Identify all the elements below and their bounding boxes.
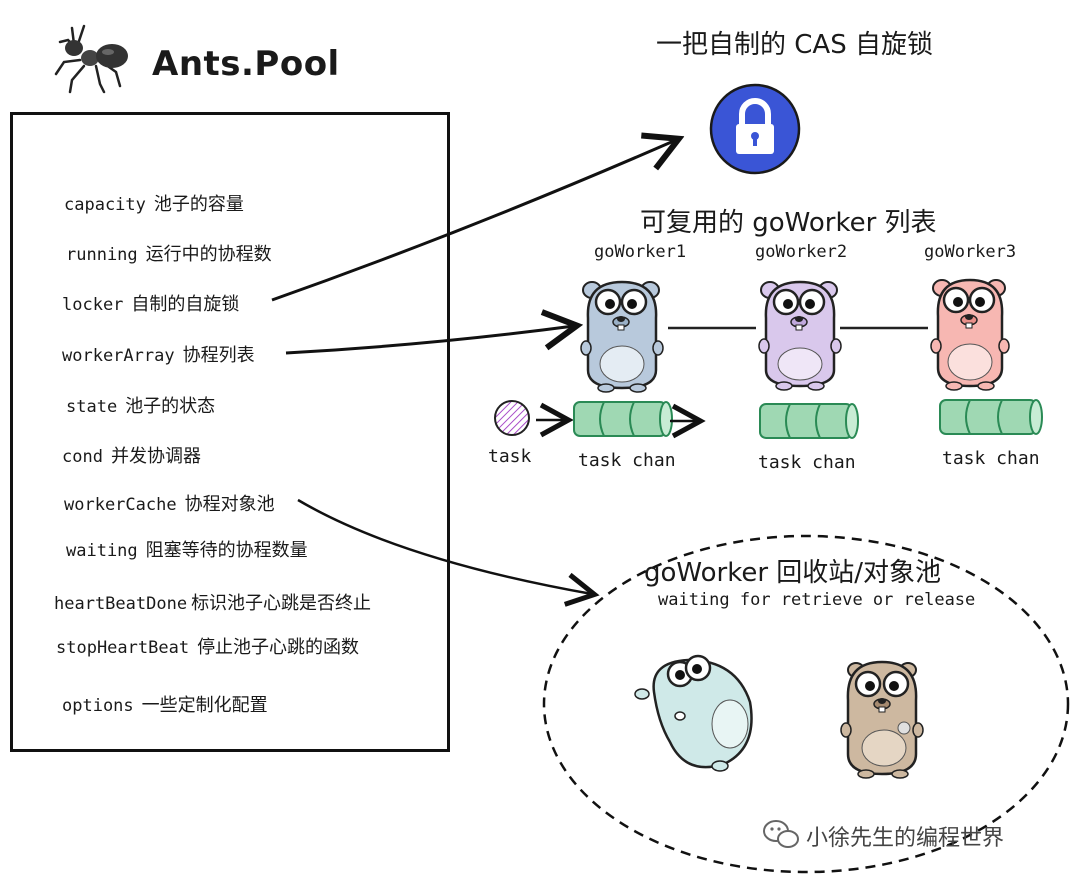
task-label: task <box>488 446 532 467</box>
field-name: state <box>66 397 118 417</box>
worker-label-2: goWorker2 <box>755 242 848 262</box>
field-desc: 停止池子心跳的函数 <box>197 637 360 658</box>
worker-label-3: goWorker3 <box>924 242 1017 262</box>
field-desc: 自制的自旋锁 <box>131 294 240 315</box>
task-chan-3 <box>939 399 1043 435</box>
field-waiting: waiting 阻塞等待的协程数量 <box>66 536 308 562</box>
wechat-icon <box>763 820 799 848</box>
field-state: state 池子的状态 <box>66 392 215 418</box>
field-name: heartBeatDone <box>54 594 188 614</box>
task-chan-1 <box>573 401 673 437</box>
lock-icon <box>706 80 804 178</box>
field-name: locker <box>62 295 124 315</box>
field-name: workerArray <box>62 346 175 366</box>
field-desc: 阻塞等待的协程数量 <box>145 540 308 561</box>
field-name: capacity <box>64 195 146 215</box>
task-chan-label-3: task chan <box>942 448 1040 469</box>
worker-label-1: goWorker1 <box>594 242 687 262</box>
field-workerCache: workerCache 协程对象池 <box>64 490 275 516</box>
gopher-icon <box>580 280 664 393</box>
gopher-icon <box>634 654 753 772</box>
field-name: waiting <box>66 541 138 561</box>
gopher-icon <box>758 280 842 391</box>
task-chan-2 <box>759 403 859 439</box>
field-desc: 协程列表 <box>182 345 255 366</box>
recycle-subtitle: waiting for retrieve or release <box>658 590 976 610</box>
field-stopHeartBeat: stopHeartBeat 停止池子心跳的函数 <box>56 633 359 659</box>
field-desc: 池子的容量 <box>153 194 244 215</box>
field-name: cond <box>62 447 103 467</box>
field-name: stopHeartBeat <box>56 638 190 658</box>
watermark: 小徐先生的编程世界 <box>806 826 1005 851</box>
gopher-icon <box>930 278 1010 391</box>
field-cond: cond 并发协调器 <box>62 442 201 468</box>
task-chan-label-1: task chan <box>578 450 676 471</box>
field-desc: 并发协调器 <box>110 446 201 467</box>
field-locker: locker 自制的自旋锁 <box>62 290 239 316</box>
task-icon <box>494 400 530 436</box>
worker-list-title: 可复用的 goWorker 列表 <box>640 208 937 238</box>
field-name: options <box>62 696 134 716</box>
field-desc: 运行中的协程数 <box>145 244 272 265</box>
cas-lock-title: 一把自制的 CAS 自旋锁 <box>656 30 933 60</box>
field-workerArray: workerArray 协程列表 <box>62 341 255 367</box>
recycle-title: goWorker 回收站/对象池 <box>644 558 942 588</box>
field-options: options 一些定制化配置 <box>62 691 268 717</box>
field-name: workerCache <box>64 495 177 515</box>
ant-icon <box>50 22 132 96</box>
pool-struct-box <box>10 112 450 752</box>
field-desc: 一些定制化配置 <box>141 695 268 716</box>
field-running: running 运行中的协程数 <box>66 240 272 266</box>
field-desc: 池子的状态 <box>125 396 216 417</box>
field-name: running <box>66 245 138 265</box>
page-title: Ants.Pool <box>152 44 340 84</box>
field-desc: 协程对象池 <box>184 494 275 515</box>
field-desc: 标识池子心跳是否终止 <box>191 593 372 614</box>
field-capacity: capacity 池子的容量 <box>64 190 244 216</box>
gopher-icon <box>840 660 924 779</box>
task-chan-label-2: task chan <box>758 452 856 473</box>
